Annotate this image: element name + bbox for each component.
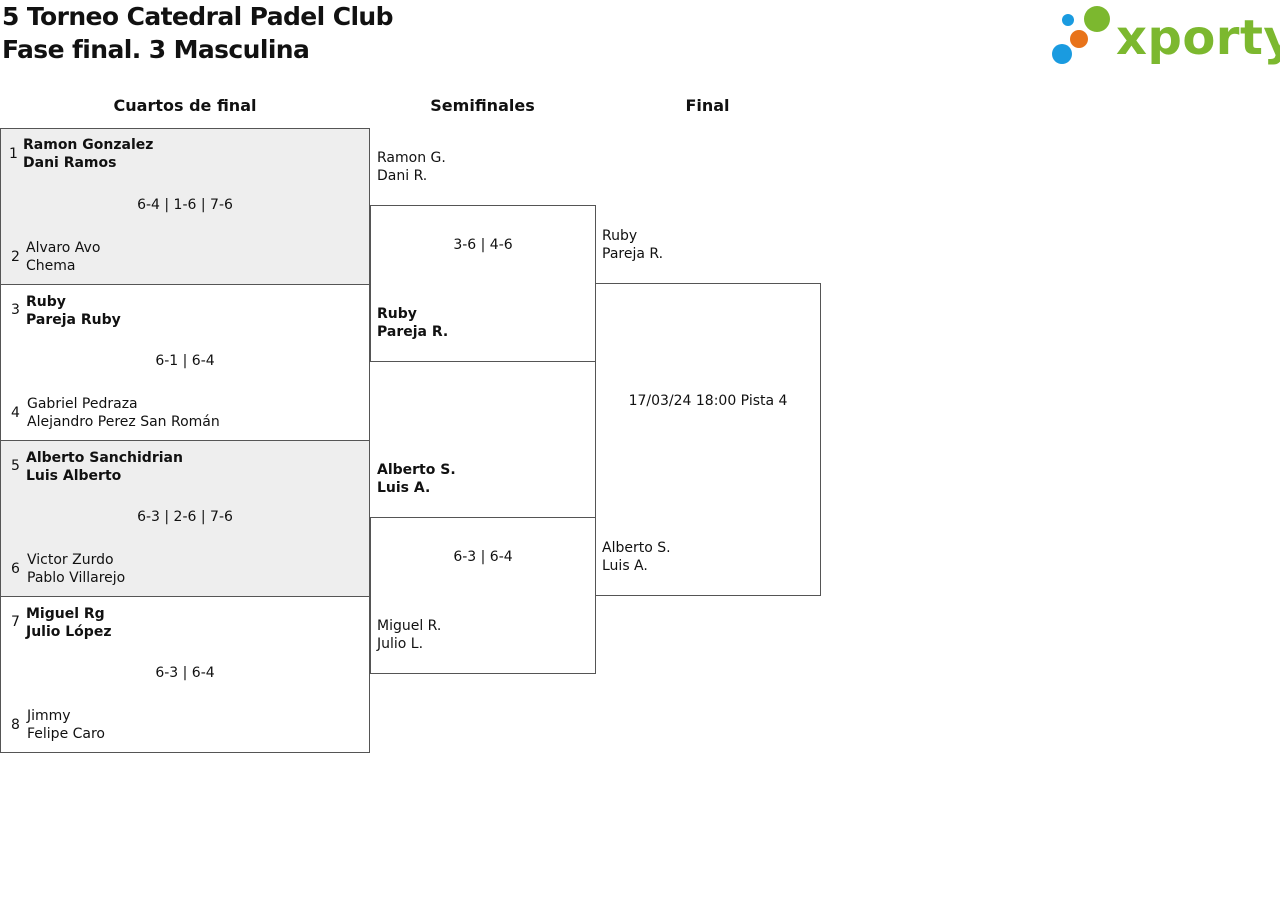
logo-dot-blue — [1052, 44, 1072, 64]
player-name: Luis A. — [377, 480, 431, 496]
player-name: Pablo Villarejo — [27, 570, 126, 586]
match-score: 6-3 | 2-6 | 7-6 — [137, 509, 233, 525]
team-loser: Jimmy Felipe Caro — [27, 707, 105, 743]
phase-subtitle: Fase final. 3 Masculina — [2, 35, 310, 64]
match-score: 3-6 | 4-6 — [453, 237, 513, 253]
player-name: Alejandro Perez San Román — [27, 414, 220, 430]
seed-number: 4 — [11, 405, 20, 421]
match-score: 6-1 | 6-4 — [155, 353, 215, 369]
player-name: Dani Ramos — [23, 155, 117, 171]
seed-number: 8 — [11, 717, 20, 733]
player-name: Ramon Gonzalez — [23, 137, 154, 153]
quarterfinal-match-1[interactable]: 1 Ramon Gonzalez Dani Ramos 6-4 | 1-6 | … — [0, 128, 370, 285]
seed-number: 5 — [11, 458, 20, 474]
match-score: 6-4 | 1-6 | 7-6 — [137, 197, 233, 213]
player-name: Julio L. — [377, 636, 424, 652]
logo-dot-blue-small — [1062, 14, 1074, 26]
quarterfinal-match-2[interactable]: 3 Ruby Pareja Ruby 6-1 | 6-4 4 Gabriel P… — [0, 284, 370, 441]
semifinal-match-2[interactable]: 6-3 | 6-4 Miguel R. Julio L. — [370, 517, 596, 674]
player-name: Pareja R. — [602, 246, 664, 262]
player-name: Felipe Caro — [27, 726, 105, 742]
player-name: Luis A. — [602, 558, 648, 574]
player-name: Jimmy — [27, 708, 71, 724]
seed-number: 2 — [11, 249, 20, 265]
player-name: Pareja Ruby — [26, 312, 121, 328]
seed-number: 6 — [11, 561, 20, 577]
final-schedule: 17/03/24 18:00 Pista 4 — [628, 393, 788, 409]
player-name: Pareja R. — [377, 324, 449, 340]
semifinal-2-team-bottom: Miguel R. Julio L. — [377, 617, 441, 653]
seed-number: 1 — [9, 146, 18, 162]
match-score: 6-3 | 6-4 — [453, 549, 513, 565]
logo-dot-green — [1084, 6, 1110, 32]
quarterfinal-match-4[interactable]: 7 Miguel Rg Julio López 6-3 | 6-4 8 Jimm… — [0, 596, 370, 753]
final-team-top: Ruby Pareja R. — [602, 227, 663, 263]
xporty-logo[interactable]: xporty — [1050, 4, 1280, 68]
player-name: Chema — [26, 258, 76, 274]
round-header-quarterfinals: Cuartos de final — [113, 96, 257, 115]
player-name: Gabriel Pedraza — [27, 396, 138, 412]
seed-number: 3 — [11, 302, 20, 318]
player-name: Alvaro Avo — [26, 240, 101, 256]
final-match[interactable]: 17/03/24 18:00 Pista 4 Alberto S. Luis A… — [595, 283, 821, 596]
seed-number: 7 — [11, 614, 20, 630]
team-winner: Ramon Gonzalez Dani Ramos — [23, 136, 153, 172]
round-header-semifinals: Semifinales — [430, 96, 535, 115]
player-name: Luis Alberto — [26, 468, 122, 484]
player-name: Julio López — [26, 624, 112, 640]
player-name: Miguel R. — [377, 618, 442, 634]
tournament-title: 5 Torneo Catedral Padel Club — [2, 2, 394, 31]
logo-text: xporty — [1116, 10, 1280, 66]
player-name: Ramon G. — [377, 150, 446, 166]
quarterfinal-match-3[interactable]: 5 Alberto Sanchidrian Luis Alberto 6-3 |… — [0, 440, 370, 597]
semifinal-1-team-top: Ramon G. Dani R. — [377, 149, 446, 185]
round-header-final: Final — [685, 96, 730, 115]
player-name: Alberto S. — [602, 540, 671, 556]
player-name: Ruby — [26, 294, 66, 310]
player-name: Ruby — [602, 228, 638, 244]
player-name: Ruby — [377, 306, 417, 322]
semifinal-1-team-bottom: Ruby Pareja R. — [377, 305, 448, 341]
match-score: 6-3 | 6-4 — [155, 665, 215, 681]
team-winner: Miguel Rg Julio López — [26, 605, 111, 641]
player-name: Alberto Sanchidrian — [26, 450, 183, 466]
team-loser: Gabriel Pedraza Alejandro Perez San Romá… — [27, 395, 220, 431]
team-winner: Ruby Pareja Ruby — [26, 293, 121, 329]
team-loser: Victor Zurdo Pablo Villarejo — [27, 551, 125, 587]
semifinal-2-team-top: Alberto S. Luis A. — [377, 461, 456, 497]
semifinal-match-1[interactable]: 3-6 | 4-6 Ruby Pareja R. — [370, 205, 596, 362]
final-team-bottom: Alberto S. Luis A. — [602, 539, 671, 575]
player-name: Alberto S. — [377, 462, 456, 478]
player-name: Dani R. — [377, 168, 428, 184]
team-winner: Alberto Sanchidrian Luis Alberto — [26, 449, 183, 485]
team-loser: Alvaro Avo Chema — [26, 239, 100, 275]
logo-dot-orange — [1070, 30, 1088, 48]
player-name: Miguel Rg — [26, 606, 105, 622]
player-name: Victor Zurdo — [27, 552, 114, 568]
